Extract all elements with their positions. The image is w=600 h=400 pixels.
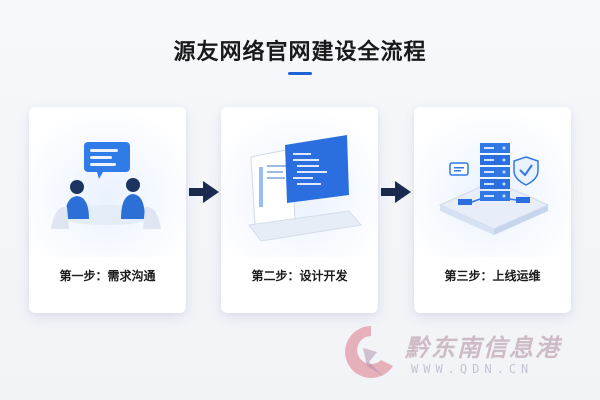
step-card-3: 第三步：上线运维 xyxy=(414,107,571,313)
page-title: 源友网络官网建设全流程 xyxy=(173,40,427,65)
title-underline xyxy=(288,72,312,75)
arrow-right-icon xyxy=(189,181,219,203)
watermark-text: 黔东南信息港 xyxy=(405,333,561,362)
step-label-3: 第三步：上线运维 xyxy=(444,269,541,283)
meeting-icon xyxy=(29,107,186,257)
watermark-url: WWW.QDN.CN xyxy=(411,362,534,376)
watermark: 黔东南信息港 WWW.QDN.CN xyxy=(343,322,573,384)
arrow-right-icon xyxy=(381,181,411,203)
step-label-2: 第二步：设计开发 xyxy=(251,269,348,283)
step-card-2: 第二步：设计开发 xyxy=(221,107,378,313)
step-label-1: 第一步：需求沟通 xyxy=(59,269,156,283)
qdn-logo-icon xyxy=(345,326,393,378)
server-icon xyxy=(414,107,571,257)
code-editor-icon xyxy=(221,107,378,257)
step-card-1: 第一步：需求沟通 xyxy=(29,107,186,313)
